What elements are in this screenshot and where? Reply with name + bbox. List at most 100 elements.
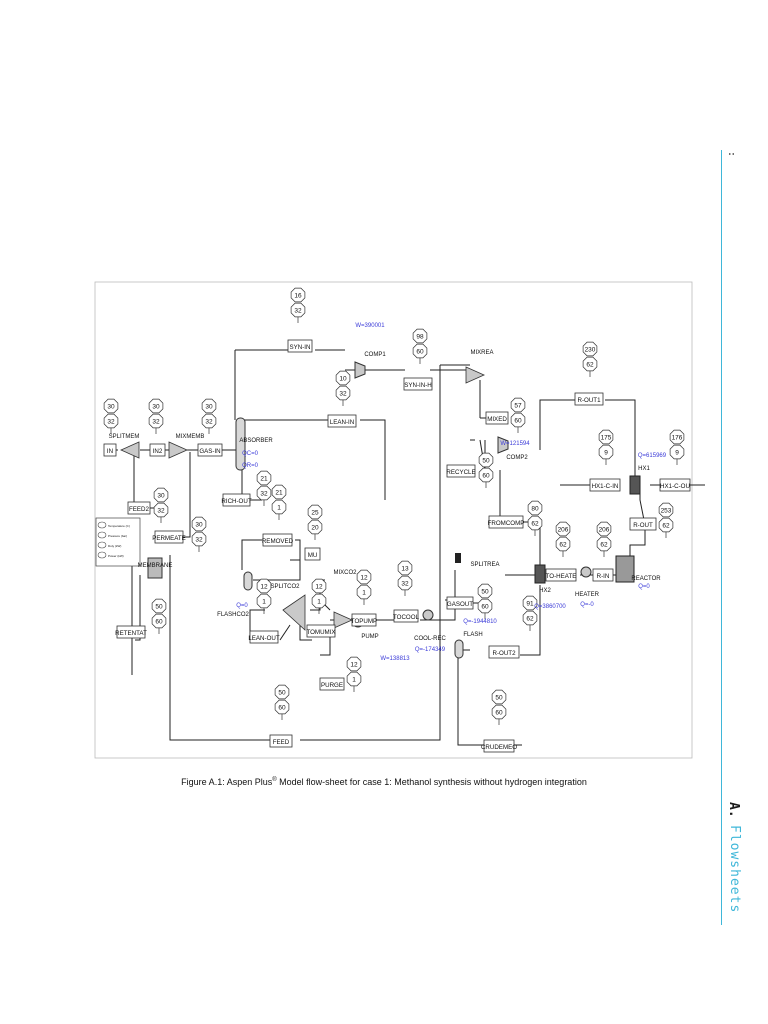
legend-item: Pressure (bar) xyxy=(108,534,127,538)
column-shape xyxy=(235,417,246,471)
stream-tag-shape xyxy=(103,398,119,414)
stream-tag-shape xyxy=(256,578,272,594)
stream-pressure: 62 xyxy=(586,362,594,369)
stream-pressure: 1 xyxy=(317,599,321,606)
stream-pressure: 62 xyxy=(526,616,534,623)
stream-box xyxy=(659,478,691,492)
stream-tag-shape xyxy=(271,484,287,500)
stream-temperature: 206 xyxy=(599,527,610,534)
stream-tag-shape xyxy=(148,398,164,414)
heat-exchanger-shape xyxy=(534,564,546,584)
stream-box xyxy=(222,493,251,507)
stream-tag-shape xyxy=(555,521,571,537)
stream-temperature: 12 xyxy=(350,662,358,669)
stream-box xyxy=(393,609,419,623)
stream-tag-shape xyxy=(478,452,494,468)
stream-tag-shape xyxy=(596,536,612,552)
stream-pressure: 32 xyxy=(260,491,268,498)
stream-box xyxy=(154,530,184,544)
stream-temperature: 91 xyxy=(526,601,534,608)
stream-tag-shape xyxy=(307,519,323,535)
stream-temperature: 230 xyxy=(585,347,596,354)
splitter-shape xyxy=(282,594,306,631)
duty-label-absorber-qc: QC=0 xyxy=(242,451,259,457)
stream-hx1-c-in: HX1-C-IN xyxy=(592,483,619,490)
figure-caption: Figure A.1: Aspen Plus® Model flow-sheet… xyxy=(0,777,768,787)
stream-tag-shape xyxy=(151,598,167,614)
caption-suffix: Model flow-sheet for case 1: Methanol sy… xyxy=(276,777,587,787)
stream-tag-shape xyxy=(477,598,493,614)
stream-in: IN xyxy=(107,448,113,455)
stream-pressure: 32 xyxy=(195,537,203,544)
stream-mixed: MIXED xyxy=(487,416,507,423)
stream-line xyxy=(445,570,456,601)
stream-pressure: 1 xyxy=(277,505,281,512)
legend-item: Power (kW) xyxy=(108,554,124,558)
block-label-heater: HEATER xyxy=(575,592,600,598)
stream-r-out2: R-OUT2 xyxy=(492,650,516,657)
stream-pressure: 20 xyxy=(311,525,319,532)
stream-tag-shape xyxy=(527,500,543,516)
stream-tag-shape xyxy=(356,569,372,585)
stream-box xyxy=(446,596,474,610)
stream-tag-shape xyxy=(103,413,119,429)
caption-prefix: Figure A.1: Aspen Plus xyxy=(181,777,273,787)
stream-temperature: 253 xyxy=(661,508,672,515)
stream-fromcomp: FROMCOMP xyxy=(488,520,525,527)
stream-temperature: 30 xyxy=(107,404,115,411)
stream-box xyxy=(351,613,377,627)
stream-pressure: 32 xyxy=(157,508,165,515)
mixer-shape xyxy=(168,441,188,459)
duty-label-hx1: Q=615969 xyxy=(638,453,667,459)
legend-item: Duty (kW) xyxy=(108,544,121,548)
stream-tag-shape xyxy=(191,531,207,547)
stream-pressure: 60 xyxy=(514,418,522,425)
stream-tag-shape xyxy=(335,385,351,401)
stream-tag-shape xyxy=(658,502,674,518)
stream-pressure: 60 xyxy=(482,473,490,480)
valve-shape xyxy=(455,553,461,563)
stream-temperature: 50 xyxy=(278,690,286,697)
stream-tag-shape xyxy=(510,412,526,428)
stream-tag-shape xyxy=(290,287,306,303)
block-label-comp1: COMP1 xyxy=(364,352,386,358)
sidebar-rule xyxy=(721,150,722,925)
stream-purge: PURGE xyxy=(321,682,343,689)
block-label-membrane: MEMBRANE xyxy=(138,563,173,569)
stream-pressure: 60 xyxy=(278,705,286,712)
stream-tag-shape xyxy=(582,356,598,372)
stream-rich-out: RICH-OUT xyxy=(221,498,251,505)
stream-box xyxy=(327,414,357,428)
stream-pressure: 9 xyxy=(604,450,608,457)
stream-pressure: 60 xyxy=(495,710,503,717)
block-label-absorber: ABSORBER xyxy=(239,438,273,444)
stream-pressure: 60 xyxy=(481,604,489,611)
splitter-shape xyxy=(120,441,140,459)
stream-tag-shape xyxy=(397,560,413,576)
stream-mu: MU xyxy=(308,552,318,559)
stream-pressure: 1 xyxy=(352,677,356,684)
stream-tag-shape xyxy=(201,398,217,414)
block-label-splitmem: SPLITMEM xyxy=(109,434,140,440)
stream-pressure: 1 xyxy=(362,590,366,597)
stream-box xyxy=(485,411,509,425)
stream-box xyxy=(446,464,476,478)
legend-item: Temperature (C) xyxy=(108,524,130,528)
page-marker: : xyxy=(726,151,737,158)
block-label-splitco2: SPLITCO2 xyxy=(270,584,300,590)
heat-exchanger-shape xyxy=(629,475,641,495)
mixer-shape xyxy=(465,366,485,384)
stream-box xyxy=(287,339,313,353)
stream-tag-shape xyxy=(478,467,494,483)
stream-line xyxy=(320,630,331,656)
stream-line xyxy=(605,399,636,485)
stream-tag-shape xyxy=(151,613,167,629)
stream-line xyxy=(169,555,270,741)
stream-tag-shape xyxy=(311,593,327,609)
stream-pressure: 60 xyxy=(416,349,424,356)
stream-temperature: 98 xyxy=(416,334,424,341)
stream-pressure: 1 xyxy=(262,599,266,606)
stream-box xyxy=(103,443,117,457)
stream-syn-in-h: SYN-IN-H xyxy=(404,382,432,389)
